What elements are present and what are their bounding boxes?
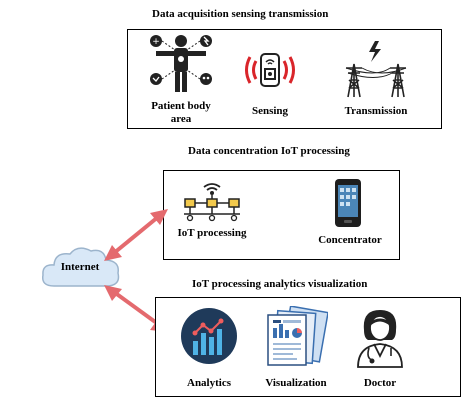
patient-body-icon: + [146,32,216,96]
iot-processing-label: IoT processing [177,227,247,239]
visualization-label: Visualization [265,377,327,389]
transmission-label: Transmission [344,105,408,117]
doctor-icon [354,306,406,368]
patient-body-label: Patient body area [151,100,211,125]
concentrator-label: Concentrator [318,234,382,246]
analytics-chart-icon [180,307,238,365]
sensor-icon [240,45,300,95]
smartphone-icon [333,178,363,228]
section3-title: IoT processing analytics visualization [192,278,368,290]
section2-title: Data concentration IoT processing [188,145,350,157]
analytics-label: Analytics [187,377,231,389]
iot-network-icon [182,180,242,222]
section1-title: Data acquisition sensing transmission [152,8,329,20]
report-documents-icon [264,306,328,368]
svg-text:+: + [152,37,160,47]
double-arrow-icon [100,205,172,265]
transmission-tower-icon [340,40,412,98]
cloud-icon [38,242,124,296]
doctor-label: Doctor [363,377,397,389]
internet-label: Internet [60,261,100,273]
sensing-label: Sensing [251,105,289,117]
